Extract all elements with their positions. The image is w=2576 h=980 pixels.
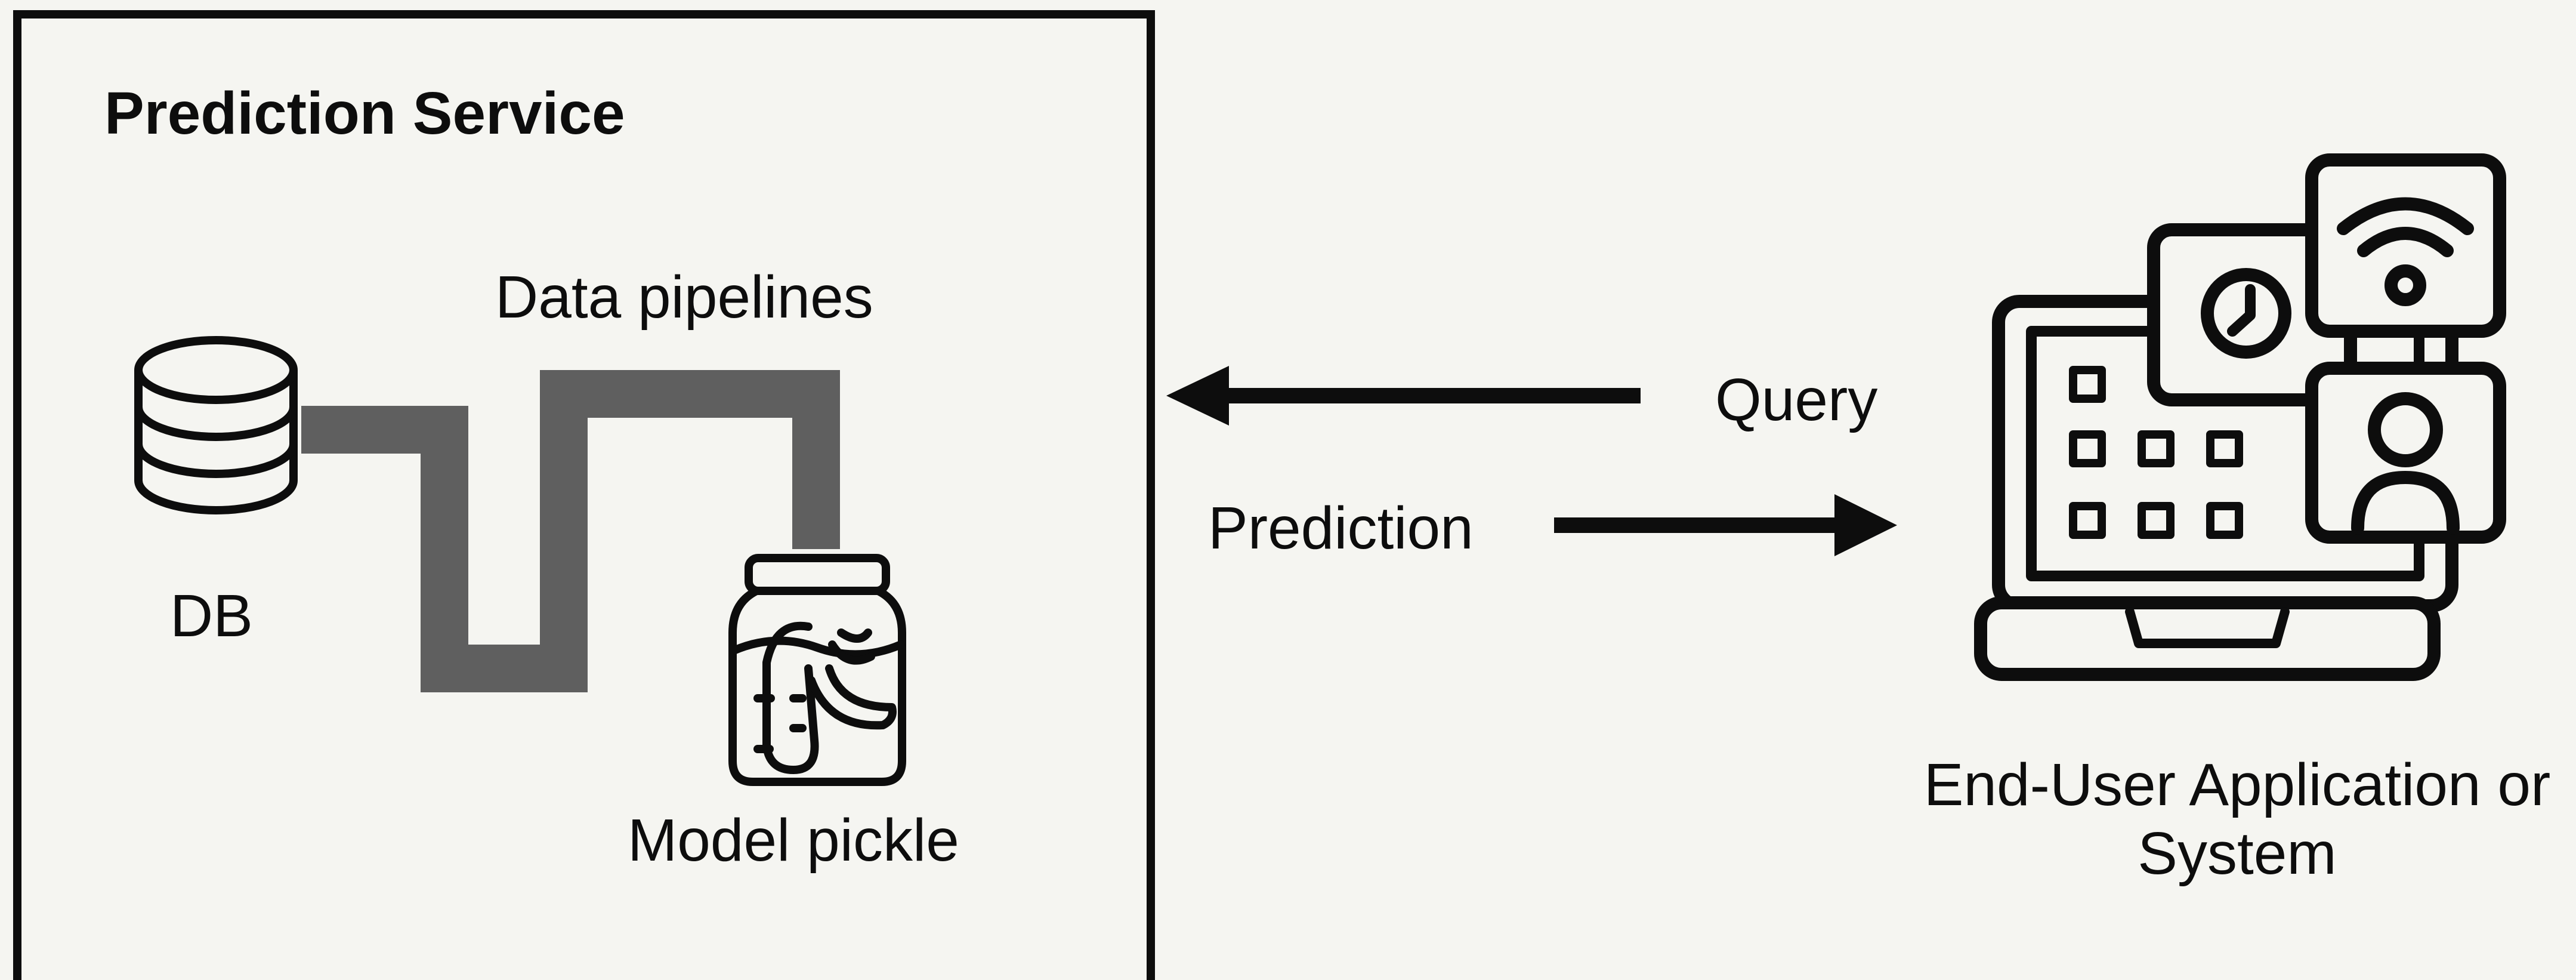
prediction-service-box	[13, 10, 1155, 980]
model-pickle-label: Model pickle	[628, 807, 959, 874]
db-label: DB	[170, 583, 253, 649]
prediction-service-title: Prediction Service	[104, 80, 625, 147]
laptop-devices-icon	[1974, 153, 2506, 681]
query-arrow	[1166, 366, 1641, 426]
database-icon	[134, 336, 298, 514]
pickle-jar-icon	[728, 554, 906, 786]
prediction-label: Prediction	[1208, 495, 1474, 562]
end-user-application-label: End-User Application or System	[1923, 751, 2551, 887]
data-pipelines-label: Data pipelines	[495, 264, 873, 331]
prediction-arrow	[1554, 494, 1897, 556]
data-pipeline	[301, 370, 840, 692]
query-label: Query	[1715, 366, 1878, 433]
